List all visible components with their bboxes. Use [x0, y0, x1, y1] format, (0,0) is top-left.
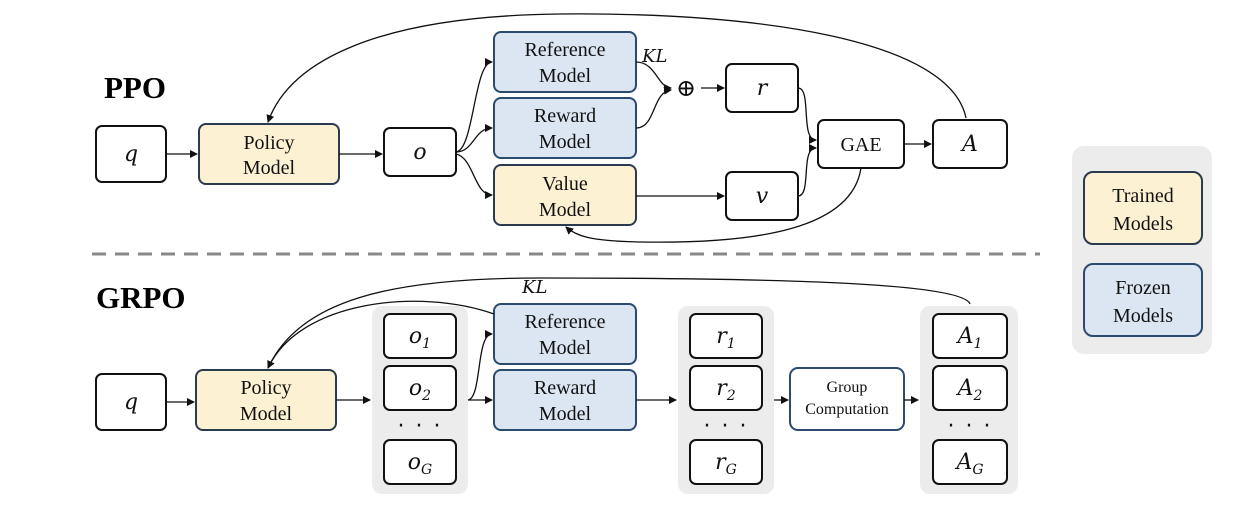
grpo-reward-g: rG: [689, 439, 763, 485]
svg-text:r1: r1: [716, 324, 735, 352]
ppo-value-label-1: Value: [542, 173, 588, 195]
svg-text:rG: rG: [715, 450, 737, 478]
ppo-policy-model: Policy Model: [198, 123, 340, 185]
grpo-advantage-g: AG: [932, 439, 1008, 485]
grpo-policy-model: Policy Model: [195, 369, 337, 431]
grpo-output-2-sub: 2: [421, 388, 431, 404]
grpo-output-g-sub: G: [421, 462, 432, 478]
ppo-output-box: o: [383, 127, 457, 177]
grpo-reference-model: Reference Model: [493, 303, 637, 365]
grpo-title: GRPO: [96, 280, 186, 315]
grpo-reference-label-1: Reference: [524, 311, 605, 333]
grpo-reward-g-sub: G: [726, 462, 737, 478]
grpo-advantage-1-sub: 1: [973, 336, 982, 352]
grpo-advantage-1: A1: [932, 313, 1008, 359]
ppo-advantage-label: A: [960, 132, 978, 157]
ppo-kl-label: KL: [641, 46, 667, 67]
grpo-policy-label-1: Policy: [240, 377, 291, 399]
ppo-reward-model: Reward Model: [493, 97, 637, 159]
ppo-query-box: q: [95, 125, 167, 183]
ppo-reward-label-2: Model: [539, 131, 592, 153]
ppo-gae-box: GAE: [817, 119, 905, 169]
grpo-group-label-2: Computation: [805, 401, 889, 418]
grpo-output-1-sub: 1: [422, 336, 431, 352]
ppo-title: PPO: [104, 70, 166, 105]
ppo-value-estimate-box: v: [725, 171, 799, 221]
grpo-reward-g-base: r: [715, 450, 727, 475]
ppo-value-model: Value Model: [493, 164, 637, 226]
grpo-reward-label-2: Model: [539, 403, 592, 425]
svg-text:r2: r2: [716, 376, 736, 404]
ppo-gae-label: GAE: [840, 134, 881, 156]
grpo-policy-label-2: Model: [240, 403, 293, 425]
ppo-value-estimate-label: v: [756, 184, 769, 209]
grpo-output-g-base: o: [408, 450, 421, 475]
legend-frozen-label-2: Models: [1113, 305, 1173, 327]
grpo-group-computation: Group Computation: [789, 367, 905, 431]
grpo-output-ellipsis: · · ·: [398, 414, 443, 439]
ppo-reference-label-1: Reference: [524, 39, 605, 61]
ppo-value-label-2: Model: [539, 199, 592, 221]
ppo-reference-label-2: Model: [539, 65, 592, 87]
grpo-advantage-2: A2: [932, 365, 1008, 411]
grpo-connectors: [166, 277, 971, 406]
grpo-reference-label-2: Model: [539, 337, 592, 359]
ppo-reward-value-label: r: [757, 76, 769, 101]
svg-text:o1: o1: [409, 324, 431, 352]
ppo-sum-symbol: ⊕: [676, 76, 696, 102]
grpo-reward-1: r1: [689, 313, 763, 359]
svg-text:o2: o2: [409, 376, 431, 404]
svg-text:A1: A1: [956, 324, 983, 352]
legend-frozen-label-1: Frozen: [1115, 277, 1171, 299]
grpo-advantage-g-base: A: [954, 450, 972, 475]
grpo-reward-ellipsis: · · ·: [704, 414, 749, 439]
grpo-advantage-ellipsis: · · ·: [948, 414, 993, 439]
grpo-reward-1-base: r: [716, 324, 728, 349]
grpo-output-g: oG: [383, 439, 457, 485]
grpo-query-box: q: [95, 373, 167, 431]
grpo-output-2-base: o: [409, 376, 422, 401]
ppo-output-label: o: [413, 140, 426, 165]
legend-trained-label-2: Models: [1113, 213, 1173, 235]
ppo-query-label: q: [124, 142, 138, 167]
grpo-reward-model: Reward Model: [493, 369, 637, 431]
grpo-reward-2: r2: [689, 365, 763, 411]
ppo-reward-label-1: Reward: [534, 105, 596, 127]
ppo-advantage-box: A: [932, 119, 1008, 169]
ppo-connectors: [166, 13, 967, 243]
grpo-advantage-2-sub: 2: [972, 388, 982, 404]
grpo-reward-1-sub: 1: [727, 336, 736, 352]
svg-text:AG: AG: [954, 450, 983, 478]
grpo-advantage-2-base: A: [956, 376, 974, 401]
grpo-advantage-1-base: A: [956, 324, 974, 349]
grpo-group-label-1: Group: [827, 379, 868, 396]
ppo-reference-model: Reference Model: [493, 31, 637, 93]
ppo-policy-label-1: Policy: [243, 132, 294, 154]
svg-text:oG: oG: [408, 450, 432, 478]
grpo-output-1: o1: [383, 313, 457, 359]
legend-trained-label-1: Trained: [1112, 185, 1173, 207]
grpo-reward-label-1: Reward: [534, 377, 596, 399]
grpo-output-2: o2: [383, 365, 457, 411]
grpo-kl-label: KL: [521, 277, 547, 298]
legend-frozen: Frozen Models: [1083, 263, 1203, 337]
svg-text:A2: A2: [956, 376, 983, 404]
grpo-output-1-base: o: [409, 324, 422, 349]
grpo-reward-2-sub: 2: [726, 388, 736, 404]
ppo-reward-value-box: r: [725, 63, 799, 113]
grpo-reward-2-base: r: [716, 376, 728, 401]
grpo-advantage-g-sub: G: [972, 462, 983, 478]
grpo-query-label: q: [124, 390, 138, 415]
legend-trained: Trained Models: [1083, 171, 1203, 245]
ppo-policy-label-2: Model: [243, 157, 296, 179]
